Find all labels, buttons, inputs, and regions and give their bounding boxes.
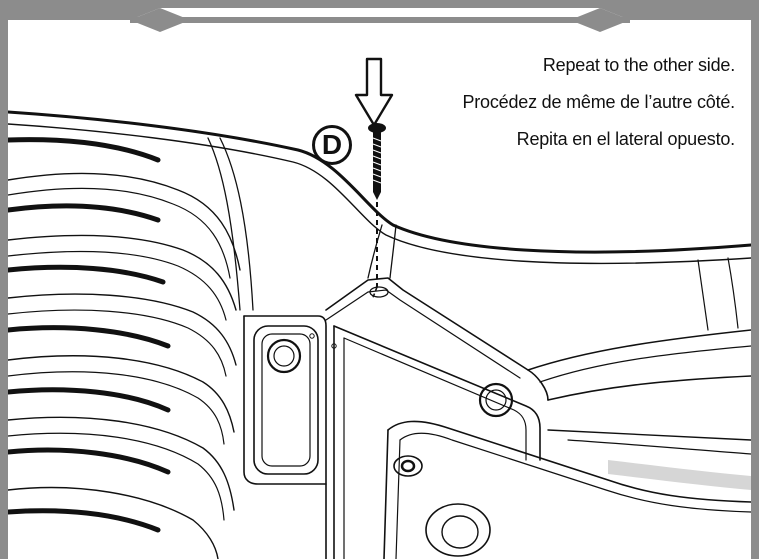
instruction-text: Repeat to the other side. Procédez de mê…: [462, 56, 735, 167]
top-banner-ornament: [130, 8, 630, 32]
down-arrow-icon: [354, 57, 394, 127]
assembly-illustration: [8, 110, 751, 559]
instruction-fr: Procédez de même de l’autre côté.: [462, 92, 735, 112]
illustration-panel: D Repeat to the other side. Procédez de …: [8, 20, 751, 559]
callout-d-label: D: [312, 125, 352, 165]
instruction-en: Repeat to the other side.: [542, 55, 735, 75]
screw-icon: [368, 123, 386, 301]
instruction-es: Repita en el lateral opuesto.: [516, 129, 736, 149]
